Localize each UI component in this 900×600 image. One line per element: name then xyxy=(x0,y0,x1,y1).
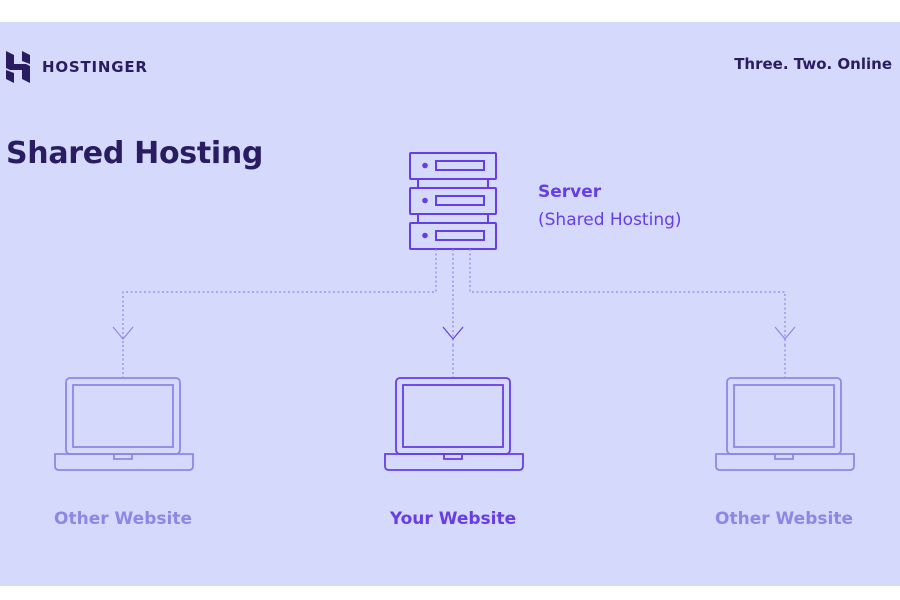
laptop-icon-yours xyxy=(384,377,524,471)
laptop-icon-other-left xyxy=(54,377,194,471)
hostinger-logo-icon xyxy=(6,51,30,83)
arrowhead-left-icon xyxy=(112,326,134,340)
server-connectors xyxy=(122,249,786,378)
site-label-other-right: Other Website xyxy=(715,509,853,529)
brand-logo[interactable]: HOSTINGER xyxy=(6,51,148,83)
brand-name: HOSTINGER xyxy=(42,58,148,76)
laptop-icon-other-right xyxy=(715,377,855,471)
arrowhead-center-icon xyxy=(442,326,464,340)
arrowhead-right-icon xyxy=(774,326,796,340)
server-sublabel: (Shared Hosting) xyxy=(538,210,682,230)
brand-tagline: Three. Two. Online xyxy=(734,55,892,73)
shared-hosting-diagram: Server (Shared Hosting) xyxy=(54,152,855,529)
diagram-panel: HOSTINGER Three. Two. Online Shared Host… xyxy=(0,22,900,586)
connector-arrowheads xyxy=(112,326,796,340)
site-label-yours: Your Website xyxy=(389,509,516,529)
server-icon xyxy=(409,152,497,250)
server-label: Server xyxy=(538,182,602,202)
page-title: Shared Hosting xyxy=(6,136,264,171)
site-label-other-left: Other Website xyxy=(54,509,192,529)
